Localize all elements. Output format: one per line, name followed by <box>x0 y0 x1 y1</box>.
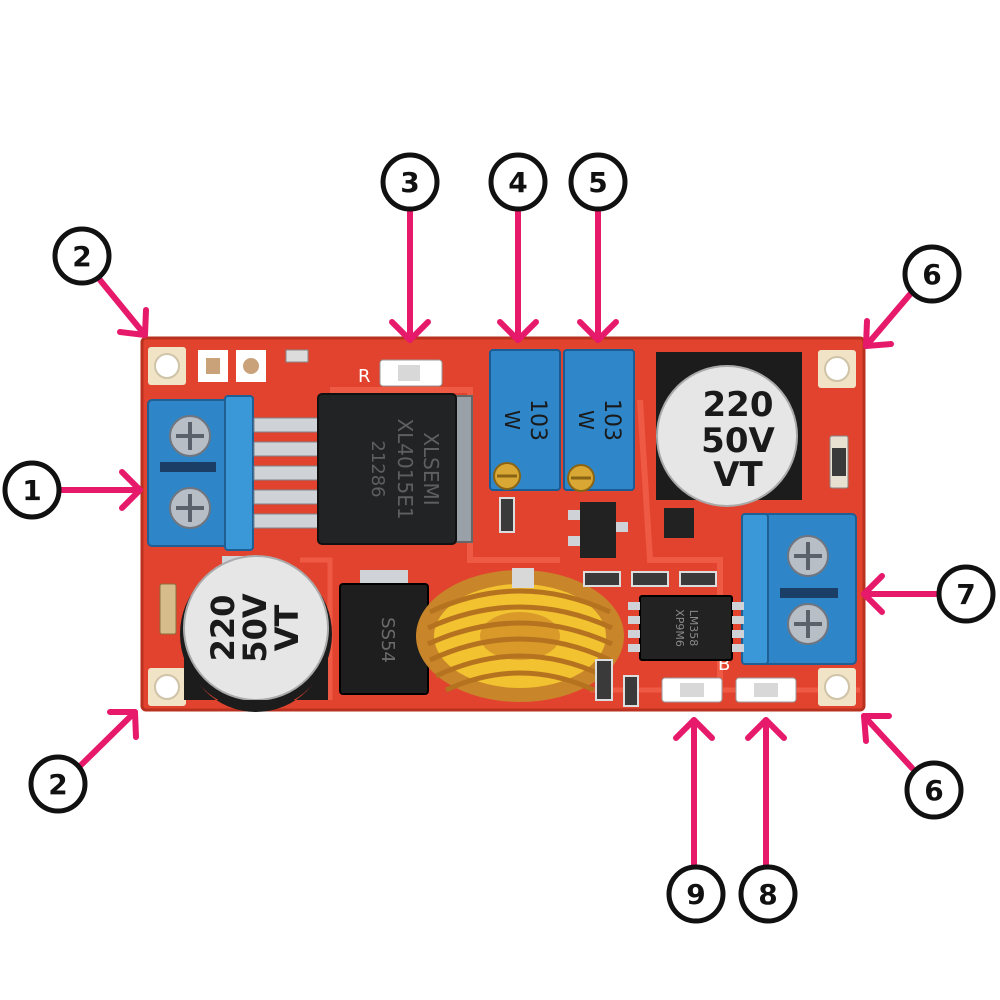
pot-left-value: 103 <box>525 399 550 441</box>
callout-number: 2 <box>48 768 67 801</box>
smd-capacitor <box>159 583 177 635</box>
output-capacitor: 220 50V VT <box>656 352 802 507</box>
callout-badge-5: 5 <box>568 152 628 212</box>
terminal-screw-icon <box>787 603 829 645</box>
output-terminal-block <box>741 513 857 665</box>
terminal-screw-icon <box>787 535 829 577</box>
arrow-7-icon <box>861 573 939 615</box>
brass-adjust-screw-icon <box>567 464 595 492</box>
input-cap-line2: 50V <box>236 593 274 663</box>
arrow-5-icon <box>577 209 619 343</box>
arrow-2-top-icon <box>97 277 149 338</box>
switching-regulator-ic: XLSEMI XL4015E1 21286 <box>253 393 473 545</box>
arrow-8-icon <box>745 717 787 869</box>
terminal-screw-icon <box>169 415 211 457</box>
callout-number: 9 <box>686 878 705 911</box>
smd-transistor <box>664 508 694 538</box>
callout-badge-6-bottom: 6 <box>904 760 964 820</box>
diode-marking: SS54 <box>377 617 398 663</box>
pot-left-mark: W <box>500 410 524 430</box>
output-cap-line2: 50V <box>701 421 775 461</box>
solder-pads <box>198 349 309 382</box>
arrow-2-bottom-icon <box>75 709 139 771</box>
pot-right-value: 103 <box>599 399 624 441</box>
brass-adjust-screw-icon <box>493 462 521 490</box>
callout-badges: 1 2 2 3 4 5 6 6 <box>2 152 996 924</box>
arrow-6-bottom-icon <box>861 713 915 771</box>
ic-marking-line1: XLSEMI <box>419 432 443 505</box>
smd-resistor-row <box>499 497 717 707</box>
voltage-trimmer-pot: 103 W <box>489 349 561 491</box>
callout-number: 6 <box>922 258 941 291</box>
callout-badge-6-top: 6 <box>902 244 962 304</box>
toroid-inductor <box>416 568 624 702</box>
callout-number: 1 <box>22 474 41 507</box>
callout-badge-9: 9 <box>666 864 726 924</box>
mounting-hole-top-right <box>818 350 856 388</box>
callout-number: 3 <box>400 166 419 199</box>
output-cap-line1: 220 <box>703 385 774 425</box>
callout-number: 6 <box>924 774 943 807</box>
arrow-4-icon <box>497 209 539 343</box>
mounting-hole-bottom-right <box>818 668 856 706</box>
power-led-r <box>379 359 443 387</box>
callout-number: 5 <box>588 166 607 199</box>
opamp-chip: LM358 XP9M6 <box>628 595 744 661</box>
arrow-6-top-icon <box>863 289 915 349</box>
callout-badge-2-top: 2 <box>52 226 112 286</box>
callout-number: 4 <box>508 166 527 199</box>
arrow-3-icon <box>389 209 431 343</box>
ic-marking-line2: XL4015E1 <box>393 418 417 519</box>
ic-marking-line3: 21286 <box>367 440 388 497</box>
smd-transistor <box>568 502 628 558</box>
callout-badge-3: 3 <box>380 152 440 212</box>
terminal-screw-icon <box>169 487 211 529</box>
smd-resistor <box>829 435 849 489</box>
current-trimmer-pot: 103 W <box>563 349 635 492</box>
mounting-hole-bottom-left <box>148 668 186 706</box>
arrow-1-icon <box>59 469 143 511</box>
opamp-marking-line2: XP9M6 <box>673 609 686 647</box>
callout-badge-1: 1 <box>2 460 62 520</box>
input-capacitor: 220 50V VT <box>180 555 332 712</box>
silk-label-r: R <box>358 366 371 387</box>
status-led-full <box>735 677 797 703</box>
input-cap-line3: VT <box>268 605 306 652</box>
opamp-marking-line1: LM358 <box>687 610 700 647</box>
callout-arrows <box>59 209 939 869</box>
status-led-charging <box>661 677 723 703</box>
input-terminal-block <box>147 395 254 551</box>
arrow-9-icon <box>673 717 715 869</box>
schottky-diode: SS54 <box>339 570 429 695</box>
callout-number: 2 <box>72 240 91 273</box>
callout-number: 8 <box>758 878 777 911</box>
output-cap-line3: VT <box>713 455 763 495</box>
pcb-trace <box>300 557 333 700</box>
callout-badge-7: 7 <box>936 564 996 624</box>
ic-pins <box>253 417 325 529</box>
callout-number: 7 <box>956 578 975 611</box>
callout-badge-8: 8 <box>738 864 798 924</box>
pot-right-mark: W <box>574 410 598 430</box>
callout-badge-2-bottom: 2 <box>28 754 88 814</box>
callout-badge-4: 4 <box>488 152 548 212</box>
input-cap-line1: 220 <box>204 595 242 662</box>
mounting-hole-top-left <box>148 347 186 385</box>
